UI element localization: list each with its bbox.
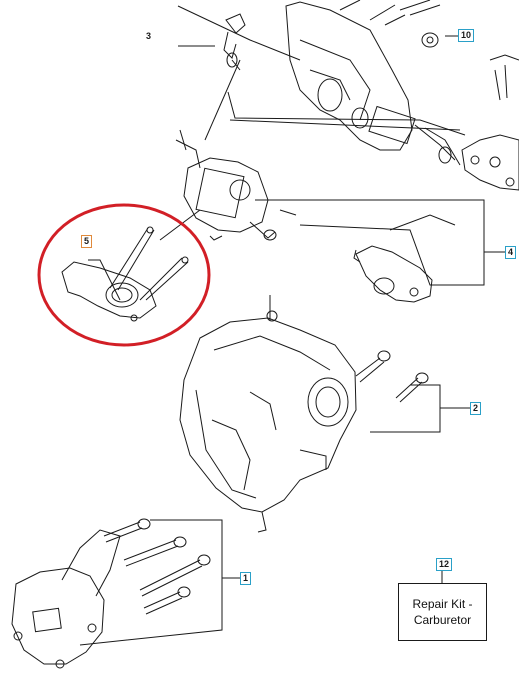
leader-line-5 [88,259,121,301]
part-4-adapter [353,245,433,303]
callout-5[interactable]: 5 [81,235,93,248]
leader-lines [79,5,505,646]
leader-line-1 [79,519,240,646]
leader-line-mid [204,59,241,141]
leader-line-4-bottom [299,224,485,286]
callout-10[interactable]: 10 [458,29,475,42]
leader-line-right [389,214,456,231]
highlight-circle [37,203,211,347]
callout-12[interactable]: 12 [436,558,453,571]
repair-kit-label: Repair Kit - Carburetor [412,597,473,627]
part-1-bolts [103,518,211,615]
part-5-plate [61,226,189,322]
right-linkage-cluster [424,127,519,191]
leader-line-4-top [255,199,505,253]
callout-2[interactable]: 2 [470,402,482,415]
top-manifold [285,0,456,164]
carburetor [175,129,297,241]
callout-1[interactable]: 1 [240,572,252,585]
part-3-linkage [223,13,246,71]
leader-line-2 [370,384,470,433]
repair-kit-box[interactable]: Repair Kit - Carburetor [398,583,487,641]
main-housing [179,310,357,533]
intake-elbow [11,529,121,669]
leader-line-top [177,5,301,61]
leader-line-carb [159,209,201,241]
callout-3[interactable]: 3 [146,31,152,41]
callout-4[interactable]: 4 [505,246,517,259]
part-2-screws [355,350,429,403]
right-top-hose [489,54,519,101]
leader-line-a [227,91,466,136]
part-10-nut [421,32,439,48]
